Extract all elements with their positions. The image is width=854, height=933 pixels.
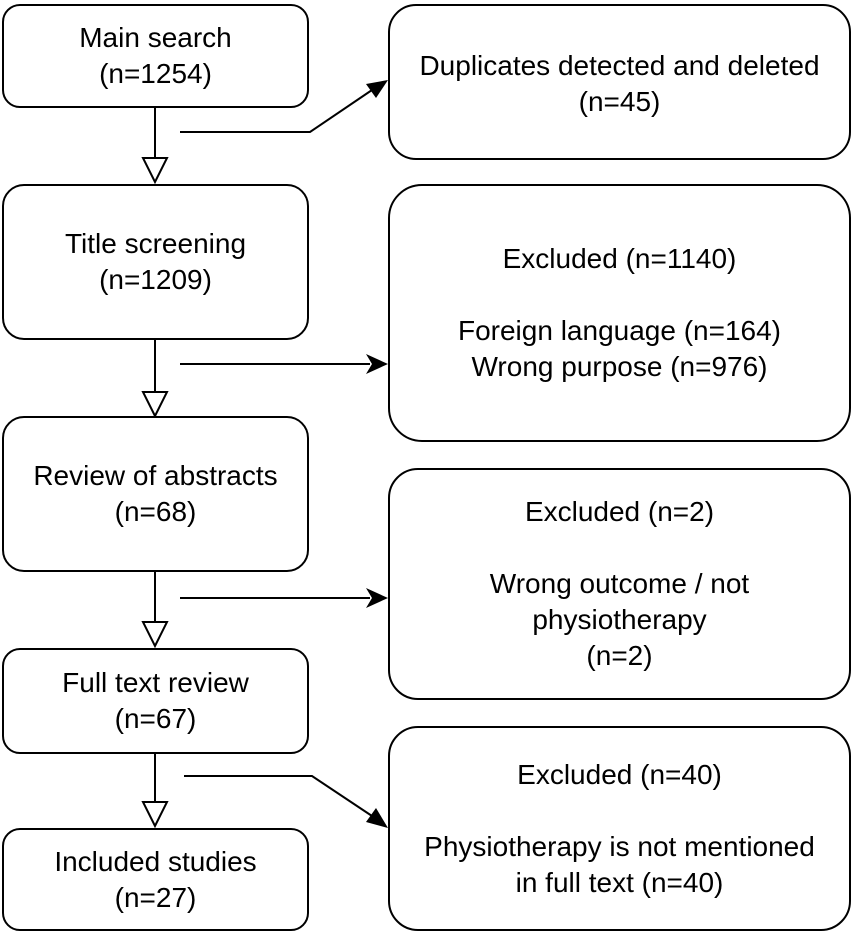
step-title-screening: Title screening (n=1209) — [2, 184, 309, 340]
exclusion-title-screening: Excluded (n=1140) Foreign language (n=16… — [388, 184, 851, 442]
step-label: Main search — [79, 22, 232, 53]
down-arrow-2-head — [141, 391, 169, 419]
exclusion-count: (n=45) — [578, 86, 661, 117]
step-count: (n=1209) — [99, 264, 212, 295]
step-label: Full text review — [62, 667, 249, 698]
step-count: (n=1254) — [99, 58, 212, 89]
step-included-studies: Included studies (n=27) — [2, 828, 309, 931]
step-label: Review of abstracts — [33, 460, 278, 491]
side-arrow-4-line — [184, 775, 373, 817]
exclusion-full-text: Excluded (n=40) Physiotherapy is not men… — [388, 726, 851, 931]
side-arrow-2-head — [366, 354, 388, 374]
exclusion-abstracts: Excluded (n=2) Wrong outcome / not physi… — [388, 468, 851, 700]
exclusion-reason: physiotherapy — [532, 604, 707, 635]
step-count: (n=67) — [114, 703, 197, 734]
side-arrow-4-head — [366, 808, 388, 828]
side-arrow-1-head — [366, 80, 388, 98]
step-label: Title screening — [64, 228, 247, 259]
step-main-search: Main search (n=1254) — [2, 4, 309, 108]
step-full-text-review: Full text review (n=67) — [2, 648, 309, 754]
exclusion-reason: Wrong purpose (n=976) — [471, 351, 768, 382]
exclusion-reason: Wrong outcome / not — [489, 568, 750, 599]
exclusion-reason: Foreign language (n=164) — [457, 315, 781, 346]
exclusion-duplicates: Duplicates detected and deleted (n=45) — [388, 4, 851, 160]
exclusion-title: Excluded (n=2) — [524, 496, 715, 527]
step-review-of-abstracts: Review of abstracts (n=68) — [2, 416, 309, 572]
down-arrow-1-head — [141, 157, 169, 185]
exclusion-reason: (n=2) — [586, 640, 653, 671]
exclusion-title: Excluded (n=40) — [517, 758, 722, 790]
exclusion-reason: Physiotherapy is not mentioned — [424, 830, 815, 862]
down-arrow-3-head — [141, 621, 169, 649]
step-count: (n=68) — [114, 496, 197, 527]
step-label: Included studies — [54, 845, 257, 877]
exclusion-title: Duplicates detected and deleted — [419, 50, 820, 81]
step-count: (n=27) — [114, 881, 197, 913]
side-arrow-1-line — [180, 89, 373, 133]
exclusion-title: Excluded (n=1140) — [502, 243, 737, 274]
side-arrow-3-head — [366, 588, 388, 608]
exclusion-reason: in full text (n=40) — [515, 866, 724, 898]
down-arrow-4-head — [141, 801, 169, 829]
